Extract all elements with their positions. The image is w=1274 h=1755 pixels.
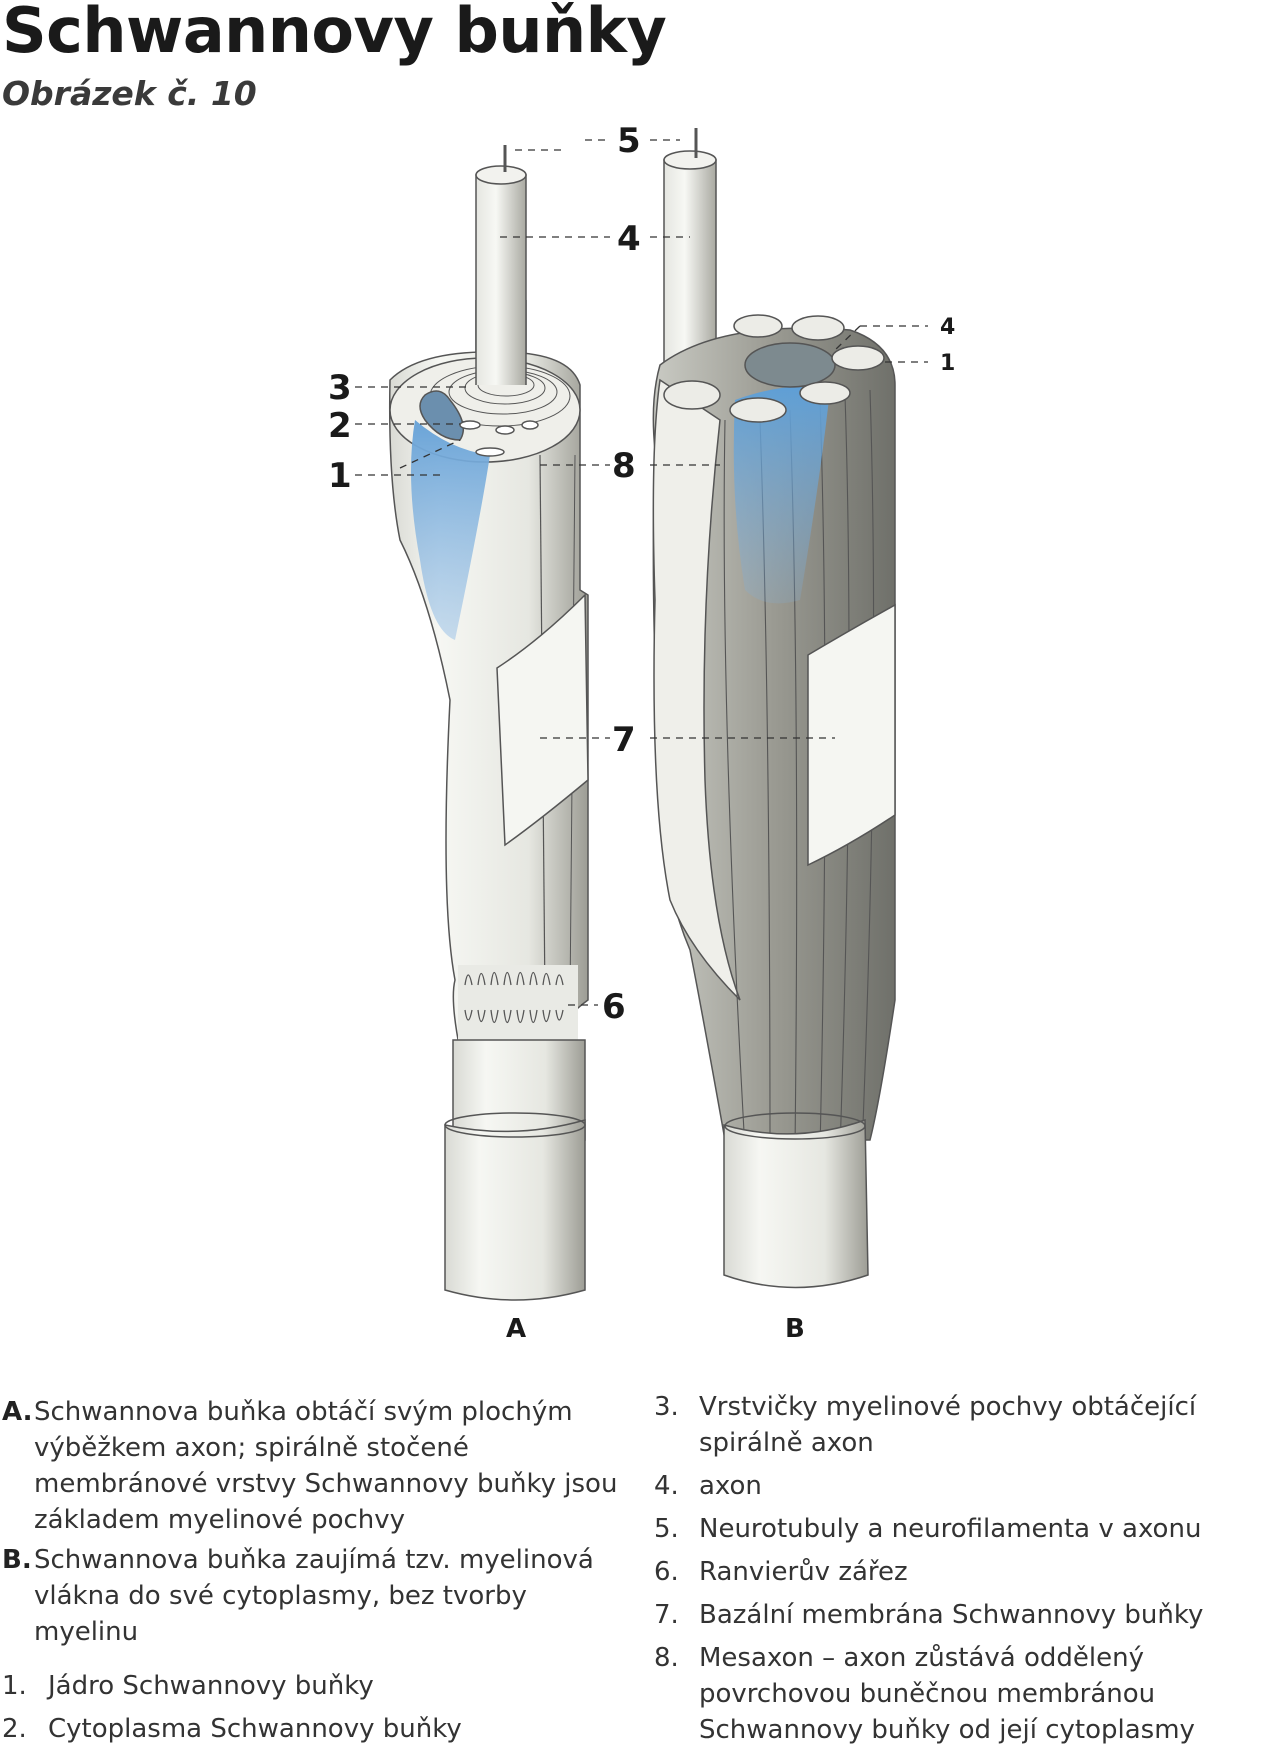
legend-text: Jádro Schwannovy buňky xyxy=(48,1671,374,1701)
callout-1: 1 xyxy=(328,456,352,496)
legend-text: axon xyxy=(699,1471,762,1501)
legend-item-2: 2. Cytoplasma Schwannovy buňky xyxy=(2,1711,622,1747)
description-a-marker: A. xyxy=(2,1397,33,1427)
legend-text: Ranvierův zářez xyxy=(699,1557,908,1587)
legend-text: Vrstvičky myelinové pochvy obtáčející sp… xyxy=(699,1392,1197,1458)
legend-number: 4. xyxy=(654,1471,679,1501)
callout-3: 3 xyxy=(328,368,352,408)
legend-number: 7. xyxy=(654,1600,679,1630)
callout-b-4: 4 xyxy=(940,315,955,340)
callout-labels: 5 4 8 7 6 3 2 1 4 1 A B xyxy=(328,121,955,1344)
legend-list-left: 1. Jádro Schwannovy buňky 2. Cytoplasma Sc… xyxy=(2,1668,622,1754)
schwann-cell-illustration: 5 4 8 7 6 3 2 1 4 1 A B xyxy=(328,121,955,1344)
legend-number: 6. xyxy=(654,1557,679,1587)
legend-item-3: 3. Vrstvičky myelinové pochvy obtáčející … xyxy=(654,1389,1274,1461)
legend-item-4: 4. axon xyxy=(654,1468,1274,1504)
legend-number: 5. xyxy=(654,1514,679,1544)
panel-a-label: A xyxy=(506,1314,526,1344)
description-b-marker: B. xyxy=(2,1545,32,1575)
legend-text: Neurotubuly a neurofilamenta v axonu xyxy=(699,1514,1202,1544)
callout-6: 6 xyxy=(602,987,626,1027)
panel-a-drawing xyxy=(388,145,589,1301)
legend-number: 1. xyxy=(2,1671,27,1701)
figure-caption: Obrázek č. 10 xyxy=(2,74,257,113)
callout-2: 2 xyxy=(328,406,352,446)
callout-5: 5 xyxy=(617,121,641,161)
legend-item-5: 5. Neurotubuly a neurofilamenta v axonu xyxy=(654,1511,1274,1547)
callout-4: 4 xyxy=(617,219,641,259)
description-b-text: Schwannova buňka zaujímá tzv. myelinová … xyxy=(34,1545,594,1647)
description-b: B. Schwannova buňka zaujímá tzv. myelino… xyxy=(2,1542,622,1650)
legend-list-right: 3. Vrstvičky myelinové pochvy obtáčející … xyxy=(654,1389,1274,1755)
callout-8: 8 xyxy=(612,446,636,486)
panel-b-drawing xyxy=(652,128,896,1289)
legend-item-7: 7. Bazální membrána Schwannovy buňky xyxy=(654,1597,1274,1633)
legend-number: 8. xyxy=(654,1643,679,1673)
legend-number: 3. xyxy=(654,1392,679,1422)
legend-text: Mesaxon – axon zůstává oddělený povrchov… xyxy=(699,1643,1195,1745)
legend-item-1: 1. Jádro Schwannovy buňky xyxy=(2,1668,622,1704)
legend-text: Bazální membrána Schwannovy buňky xyxy=(699,1600,1204,1630)
legend-text: Cytoplasma Schwannovy buňky xyxy=(48,1714,462,1744)
description-a-text: Schwannova buňka obtáčí svým plochým výb… xyxy=(34,1397,618,1535)
description-a: A. Schwannova buňka obtáčí svým plochým … xyxy=(2,1394,622,1538)
description-block: A. Schwannova buňka obtáčí svým plochým … xyxy=(2,1394,622,1650)
legend-item-6: 6. Ranvierův zářez xyxy=(654,1554,1274,1590)
callout-leader-lines xyxy=(355,139,928,1006)
panel-b-label: B xyxy=(785,1314,805,1344)
callout-b-1: 1 xyxy=(940,351,955,376)
callout-7: 7 xyxy=(612,720,636,760)
page-title: Schwannovy buňky xyxy=(2,0,667,67)
legend-item-8: 8. Mesaxon – axon zůstává oddělený povrch… xyxy=(654,1640,1274,1748)
legend-number: 2. xyxy=(2,1714,27,1744)
